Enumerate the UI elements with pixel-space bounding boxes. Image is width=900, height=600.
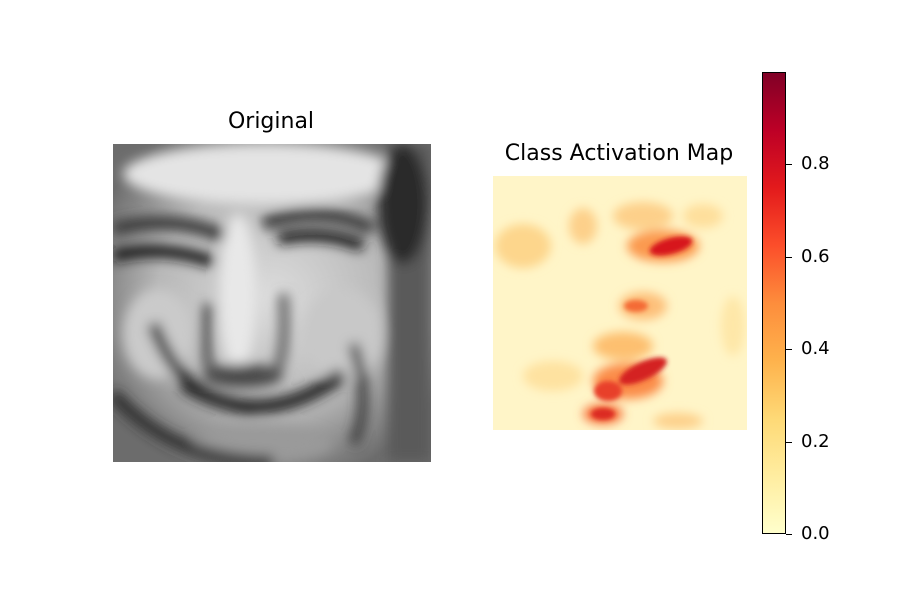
colorbar-tick-label: 0.8 xyxy=(801,153,830,174)
colorbar-tick-label: 0.6 xyxy=(801,246,830,267)
colorbar-tick-label: 0.4 xyxy=(801,338,830,359)
colorbar-tick-mark xyxy=(786,534,792,535)
colorbar-tick-mark xyxy=(786,257,792,258)
cam-title: Class Activation Map xyxy=(504,141,734,166)
colorbar-tick-label: 0.2 xyxy=(801,431,830,452)
class-activation-heatmap xyxy=(493,176,747,430)
original-title: Original xyxy=(227,109,315,134)
colorbar-tick-label: 0.0 xyxy=(801,523,830,544)
colorbar xyxy=(762,72,786,534)
original-face-image xyxy=(113,144,431,462)
colorbar-tick-mark xyxy=(786,164,792,165)
colorbar-tick-mark xyxy=(786,442,792,443)
colorbar-tick-mark xyxy=(786,349,792,350)
